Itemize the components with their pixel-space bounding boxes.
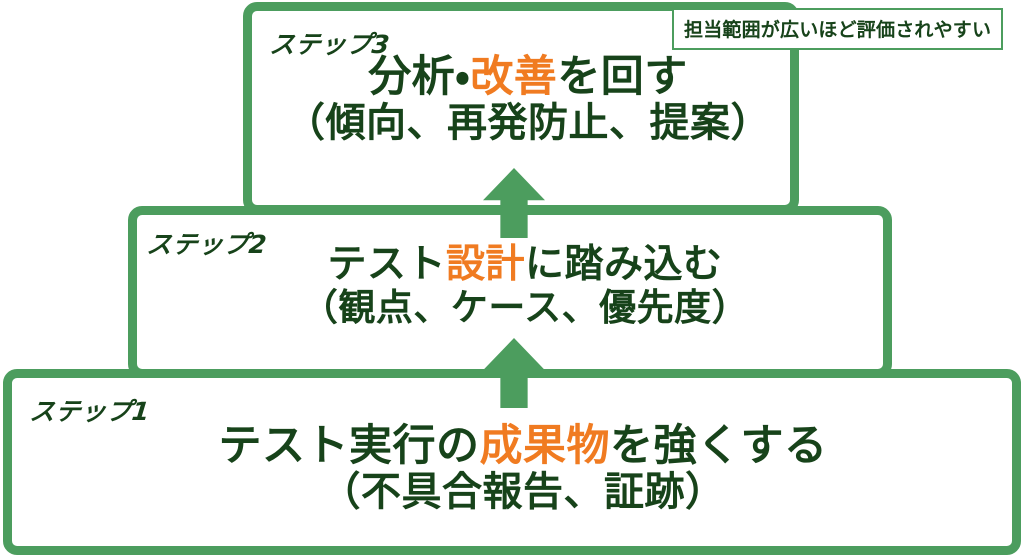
headline-before-step1: テスト実行の [218, 421, 480, 471]
headline-before-step2: テスト [327, 242, 446, 287]
step-headline-step2: テスト設計に踏み込む [167, 243, 883, 287]
step-text-step1: テスト実行の成果物を強くする （不具合報告、証跡） [12, 422, 1012, 515]
step-headline-step3: 分析・改善を回す [266, 53, 790, 101]
step-subline-step2: （観点、ケース、優先度） [300, 285, 750, 329]
headline-after-step2: に踏み込む [525, 242, 723, 287]
headline-after-step3: を回す [557, 52, 688, 102]
headline-highlight-step2: 設計 [445, 242, 525, 287]
step-headline-step1: テスト実行の成果物を強くする [34, 422, 1012, 470]
headline-after-step1: を強くする [610, 421, 828, 471]
step-text-step2: テスト設計に踏み込む （観点、ケース、優先度） [137, 243, 883, 328]
step-box-step1: ステップ1 テスト実行の成果物を強くする （不具合報告、証跡） [3, 369, 1021, 555]
step-text-step3: 分析・改善を回す （傾向、再発防止、提案） [252, 53, 790, 146]
step-subline-step1: （不具合報告、証跡） [320, 469, 726, 516]
step-subline-step3: （傾向、再発防止、提案） [285, 100, 771, 147]
headline-before-step3: 分析・ [368, 52, 471, 102]
headline-highlight-step1: 成果物 [479, 421, 610, 471]
headline-highlight-step3: 改善 [470, 52, 558, 102]
callout-badge: 担当範囲が広いほど評価されやすい [672, 8, 1004, 50]
